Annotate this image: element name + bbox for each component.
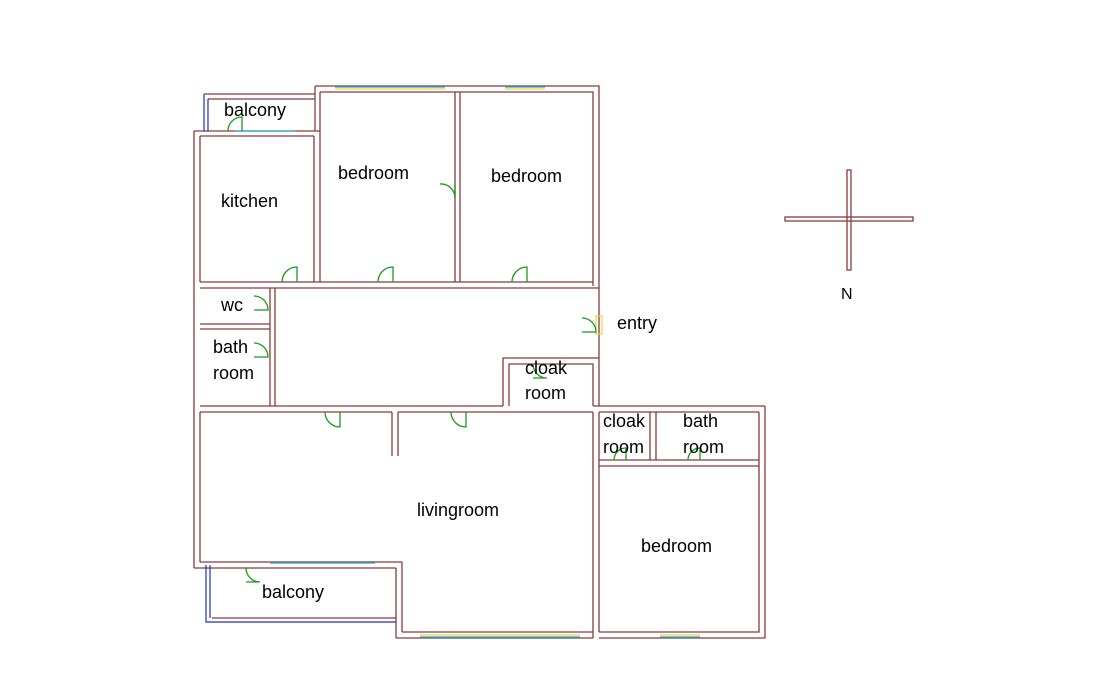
label-bathroom-w-1: bath: [213, 337, 249, 357]
label-bedroom-n: bedroom: [491, 166, 563, 186]
label-bathroom-w-2: room: [213, 363, 255, 383]
label-cloakroom-n-1: cloak: [525, 358, 568, 378]
label-livingroom: livingroom: [417, 500, 500, 520]
label-bedroom-nw: bedroom: [338, 163, 410, 183]
compass-north-label: N: [841, 286, 853, 303]
label-entry: entry: [617, 313, 658, 333]
compass-north-arm: [846, 169, 852, 271]
doors: [227, 116, 701, 583]
outer-wall-north: [315, 85, 600, 406]
compass: [784, 169, 914, 271]
label-wc: wc: [221, 295, 243, 315]
label-cloakroom-e-1: cloak: [603, 411, 646, 431]
label-cloakroom-n-2: room: [525, 383, 567, 403]
label-bathroom-e-2: room: [683, 437, 725, 457]
label-cloakroom-e-2: room: [603, 437, 645, 457]
label-kitchen: kitchen: [221, 191, 279, 211]
label-bedroom-se: bedroom: [641, 536, 713, 556]
label-balcony-bottom: balcony: [262, 582, 325, 602]
windows: [235, 86, 700, 638]
balcony-rails: [203, 94, 396, 623]
label-bathroom-e-1: bath: [683, 411, 719, 431]
compass-east-west-arm: [784, 216, 914, 222]
label-balcony-top: balcony: [224, 100, 287, 120]
